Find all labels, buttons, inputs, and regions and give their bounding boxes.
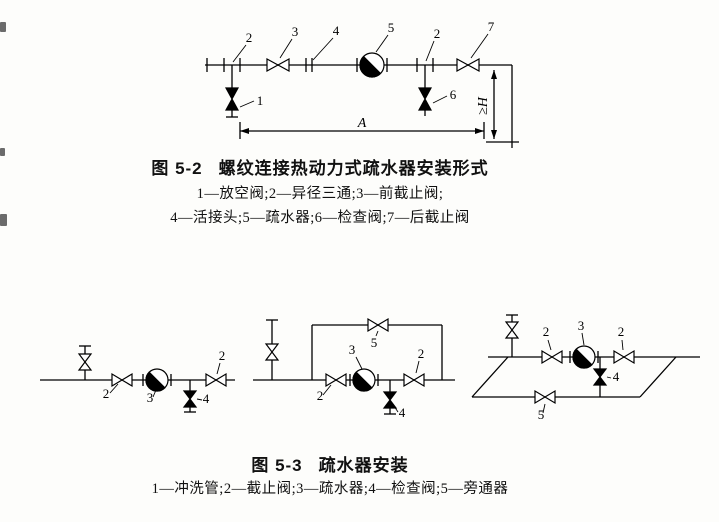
leader-line <box>355 356 363 370</box>
outlet-stop-valve-symbol <box>205 372 227 388</box>
figure-5-3-caption: 图 5-3 疏水器安装 <box>0 451 660 476</box>
outlet-stop-valve-symbol <box>403 372 425 388</box>
callout-inlet-valve: 2 <box>103 386 110 401</box>
callout-check-valve: 6 <box>450 87 457 102</box>
leader-line <box>196 398 203 401</box>
callout-steam-trap: 3 <box>349 342 356 357</box>
fig2-left-symbols <box>77 353 227 408</box>
flush-valve-symbol <box>77 353 93 371</box>
figure-5-3-piping-diagrams: 2 3 4 2 <box>40 314 700 422</box>
fig2-middle-callouts: 5 2 3 4 2 <box>317 335 425 420</box>
fig2-left-leaders <box>109 362 221 401</box>
leader-line <box>312 37 334 61</box>
leader-line <box>216 362 221 375</box>
callout-outlet-valve: 2 <box>418 346 425 361</box>
bypass-diagonal <box>471 356 509 398</box>
steam-trap-halffill <box>352 371 373 392</box>
leader-line <box>470 33 489 59</box>
figure-5-3-legend-line1: 1—冲洗管;2—截止阀;3—疏水器;4—检查阀;5—旁通器 <box>151 481 509 497</box>
callout-bypass-valve: 5 <box>371 335 378 350</box>
check-valve-symbol <box>382 391 398 409</box>
callout-outlet-valve: 2 <box>219 348 226 363</box>
vent-valve-symbol <box>224 87 240 111</box>
fig1-symbols <box>224 52 480 111</box>
flush-valve-symbol <box>504 321 520 339</box>
figure-5-2-caption: 图 5-2 螺纹连接热动力式疏水器安装形式 <box>0 154 640 179</box>
callout-steam-trap: 5 <box>388 20 395 35</box>
scan-artifact <box>0 22 6 32</box>
bypass-valve-symbol <box>534 389 556 405</box>
front-stop-valve-symbol <box>266 57 290 73</box>
inlet-stop-valve-symbol <box>111 372 133 388</box>
callout-check-valve: 4 <box>399 405 406 420</box>
leader-line <box>581 332 585 346</box>
leader-line <box>322 384 332 396</box>
bypass-valve-symbol <box>367 317 389 333</box>
inlet-stop-valve-symbol <box>325 372 347 388</box>
callout-inlet-valve: 2 <box>543 324 550 339</box>
fig2-right-leaders <box>542 332 624 414</box>
callout-front-stop-valve: 3 <box>292 24 299 39</box>
leader-line <box>415 360 420 374</box>
callout-union: 4 <box>333 23 340 38</box>
leader-line <box>425 40 435 62</box>
flush-valve-symbol <box>264 343 280 361</box>
leader-line <box>393 405 399 413</box>
fig2-middle-pipework <box>253 319 455 415</box>
leader-line <box>375 330 379 337</box>
leader-line <box>239 100 255 108</box>
leader-line <box>152 389 157 398</box>
figure-number: 图 5-3 <box>251 456 303 475</box>
steam-trap-halffill <box>572 348 593 369</box>
fig1-callouts: 2 3 4 5 2 7 1 6 A ≥H <box>246 19 495 131</box>
fig2-left-callouts: 2 3 4 2 <box>103 348 226 406</box>
callout-tee-left: 2 <box>246 30 253 45</box>
callout-outlet-valve: 2 <box>618 324 625 339</box>
leader-line <box>606 376 612 379</box>
outlet-stop-valve-symbol <box>613 349 635 365</box>
leader-line <box>542 403 546 414</box>
figure-5-2-legend-line1: 1—放空阀;2—异径三通;3—前截止阀; <box>196 186 444 202</box>
check-valve-symbol <box>182 390 198 408</box>
callout-check-valve: 4 <box>203 391 210 406</box>
leader-line <box>109 383 119 394</box>
leader-line <box>375 34 389 53</box>
leader-line <box>621 339 624 351</box>
callout-steam-trap: 3 <box>578 318 585 333</box>
callout-bypass-valve: 5 <box>538 407 545 422</box>
fig2-right-symbols <box>504 321 635 405</box>
leader-line <box>432 95 448 104</box>
fig2-right-callouts: 2 3 2 4 5 <box>538 318 625 422</box>
fig2-middle-symbols <box>264 317 425 409</box>
figure-5-2-piping-diagram: 2 3 4 5 2 7 1 6 A ≥H <box>205 19 519 148</box>
leader-line <box>547 339 552 351</box>
fig1-leader-lines <box>232 33 489 108</box>
fig2-left-pipework <box>40 345 235 413</box>
figure-number: 图 5-2 <box>151 159 203 178</box>
callout-inlet-valve: 2 <box>317 388 324 403</box>
callout-tee-right: 2 <box>434 26 441 41</box>
scan-artifact <box>0 214 7 226</box>
fig1-pipework <box>205 58 519 148</box>
callout-vent-valve: 1 <box>257 93 264 108</box>
dimension-label-H: ≥H <box>476 96 491 115</box>
figure-title: 螺纹连接热动力式疏水器安装形式 <box>218 159 489 178</box>
dimension-label-A: A <box>357 116 367 131</box>
leader-line <box>279 38 293 59</box>
fig2-middle-leaders <box>322 330 420 413</box>
figure-title: 疏水器安装 <box>318 456 409 475</box>
check-valve-symbol <box>417 87 433 111</box>
inlet-stop-valve-symbol <box>541 349 563 365</box>
leader-line <box>232 44 247 63</box>
figure-5-2-legend-line2: 4—活接头;5—疏水器;6—检查阀;7—后截止阀 <box>170 210 470 226</box>
steam-trap-halffill <box>145 371 166 392</box>
callout-steam-trap: 3 <box>147 390 154 405</box>
check-valve-symbol <box>592 368 608 386</box>
rear-stop-valve-symbol <box>456 57 480 73</box>
callout-rear-stop-valve: 7 <box>488 19 495 34</box>
scan-artifact <box>0 148 5 156</box>
callout-check-valve: 4 <box>613 369 620 384</box>
bypass-diagonal <box>639 356 677 398</box>
steam-trap-halffill <box>359 55 382 78</box>
